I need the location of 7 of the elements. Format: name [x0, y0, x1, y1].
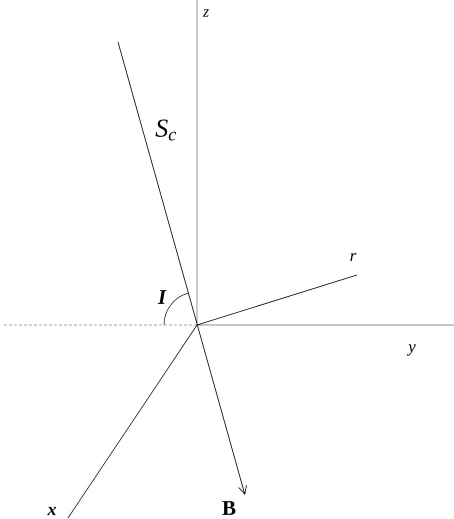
angle-label: I: [158, 290, 167, 304]
line-label: S$_{c}$: [156, 119, 176, 141]
axis-label: r: [350, 253, 356, 261]
axis-label: z: [202, 9, 209, 17]
axis-label: y: [406, 344, 416, 356]
axis-label: x: [47, 506, 56, 516]
vector-label: B: [222, 501, 236, 515]
